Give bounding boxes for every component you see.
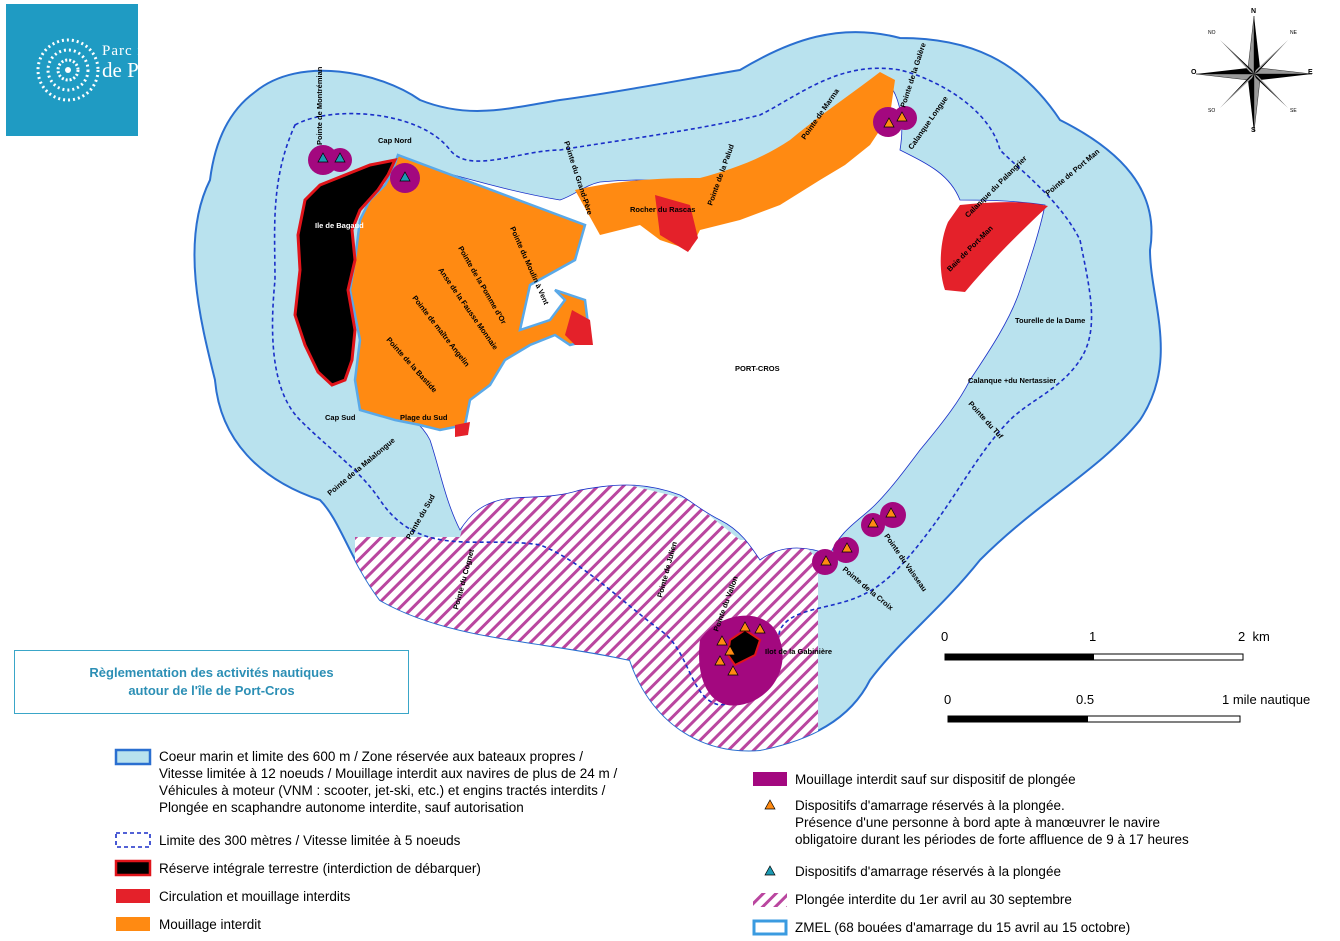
ile-de-bagaud-reserve: [293, 157, 398, 387]
legend-swatch-mouillage-plongee: [753, 772, 787, 786]
compass-se: SE: [1290, 108, 1297, 114]
circulation-interdite-port-man: [940, 202, 1048, 292]
scale-bar-nm: [947, 715, 1241, 723]
legend-swatch-hatch: [753, 893, 787, 907]
legend-triangle-orange-icon: [764, 799, 776, 810]
legend-swatch-mouillage: [116, 917, 150, 931]
scale-km-2: 2 km: [1238, 629, 1270, 644]
label-plage-sud: Plage du Sud: [400, 413, 448, 422]
map-title-line1: Règlementation des activités nautiques: [89, 665, 334, 680]
legend-dispositifs-bleu: Dispositifs d'amarrage réservés à la plo…: [795, 864, 1061, 879]
logo-line1: Parc national: [102, 43, 194, 59]
legend-do-l3: obligatoire durant les périodes de forte…: [795, 832, 1189, 847]
legend-dispositifs-orange: Dispositifs d'amarrage réservés à la plo…: [795, 797, 1189, 848]
compass-so: SO: [1208, 108, 1215, 114]
legend-swatch-coeur: [114, 748, 152, 766]
label-nertassier: Calanque +du Nertassier: [968, 376, 1056, 385]
legend-do-l1: Dispositifs d'amarrage réservés à la plo…: [795, 798, 1065, 813]
mouillage-interdit-nord: [575, 72, 895, 250]
compass-n: N: [1251, 8, 1256, 15]
legend-swatch-zmel: [752, 919, 788, 936]
legend-limite-300: Limite des 300 mètres / Vitesse limitée …: [159, 833, 461, 848]
circulation-interdite-moulin: [565, 310, 593, 345]
legend-coeur-l2: Vitesse limitée à 12 noeuds / Mouillage …: [159, 766, 618, 781]
label-montremian: Pointe de Montrémian: [315, 66, 324, 145]
legend-mouillage: Mouillage interdit: [159, 917, 262, 932]
scale-nm-2: 1 mile nautique: [1222, 692, 1311, 707]
legend-coeur-l4: Plongée en scaphandre autonome interdite…: [159, 800, 524, 815]
legend-triangle-blue-icon: [764, 865, 776, 876]
scale-km-0: 0: [941, 629, 949, 644]
legend-circulation: Circulation et mouillage interdits: [159, 889, 351, 904]
compass-s: S: [1251, 127, 1256, 134]
legend-coeur-l1: Coeur marin et limite des 600 m / Zone r…: [159, 749, 583, 764]
legend-swatch-reserve: [114, 859, 152, 877]
ilot-gabiniere: [726, 628, 762, 667]
map-title-line2: autour de l'île de Port-Cros: [128, 683, 295, 698]
compass-e: E: [1308, 69, 1313, 76]
limite-300m-line: [271, 67, 1093, 706]
legend-do-l2: Présence d'une personne à bord apte à ma…: [795, 815, 1161, 830]
legend-coeur: Coeur marin et limite des 600 m / Zone r…: [159, 748, 617, 816]
label-cap-nord: Cap Nord: [378, 136, 412, 145]
label-port-cros: PORT-CROS: [735, 364, 780, 373]
triangles-orange: [714, 111, 908, 676]
label-gabiniere: Ilot de la Gabinière: [765, 647, 832, 656]
compass-no: NO: [1208, 30, 1216, 36]
legend-zmel: ZMEL (68 bouées d'amarrage du 15 avril a…: [795, 920, 1131, 935]
label-tourelle: Tourelle de la Dame: [1015, 316, 1085, 325]
legend-reserve: Réserve intégrale terrestre (interdictio…: [159, 861, 481, 876]
scale-km-1: 1: [1089, 629, 1097, 644]
label-rascas: Rocher du Rascas: [630, 205, 695, 214]
legend-swatch-300m: [115, 832, 151, 848]
map-title-box: Règlementation des activités nautiques a…: [14, 650, 409, 714]
label-cap-sud: Cap Sud: [325, 413, 356, 422]
triangles-blue: [317, 152, 411, 182]
scale-nm-0: 0: [944, 692, 952, 707]
circulation-interdite-plage: [455, 422, 470, 437]
legend-coeur-l3: Véhicules à moteur (VNM : scooter, jet-s…: [159, 783, 606, 798]
legend-mouillage-plongee: Mouillage interdit sauf sur dispositif d…: [795, 772, 1076, 787]
compass-rose-icon: N S E O NO NE SO SE: [1191, 8, 1313, 134]
label-bagaud: Ile de Bagaud: [315, 221, 364, 230]
scale-bar-km: [944, 653, 1244, 661]
park-logo: Parc national de Port-Cros: [6, 4, 209, 136]
logo-line2: de Port-Cros: [102, 58, 209, 82]
compass-o: O: [1191, 69, 1197, 76]
scale-nm-1: 0.5: [1076, 692, 1095, 707]
circulation-interdite-rascas: [655, 195, 698, 252]
spiral-logo-icon: [36, 38, 100, 102]
legend-plongee-interdite: Plongée interdite du 1er avril au 30 sep…: [795, 892, 1072, 907]
legend-swatch-circulation: [116, 889, 150, 903]
compass-ne: NE: [1290, 30, 1298, 36]
